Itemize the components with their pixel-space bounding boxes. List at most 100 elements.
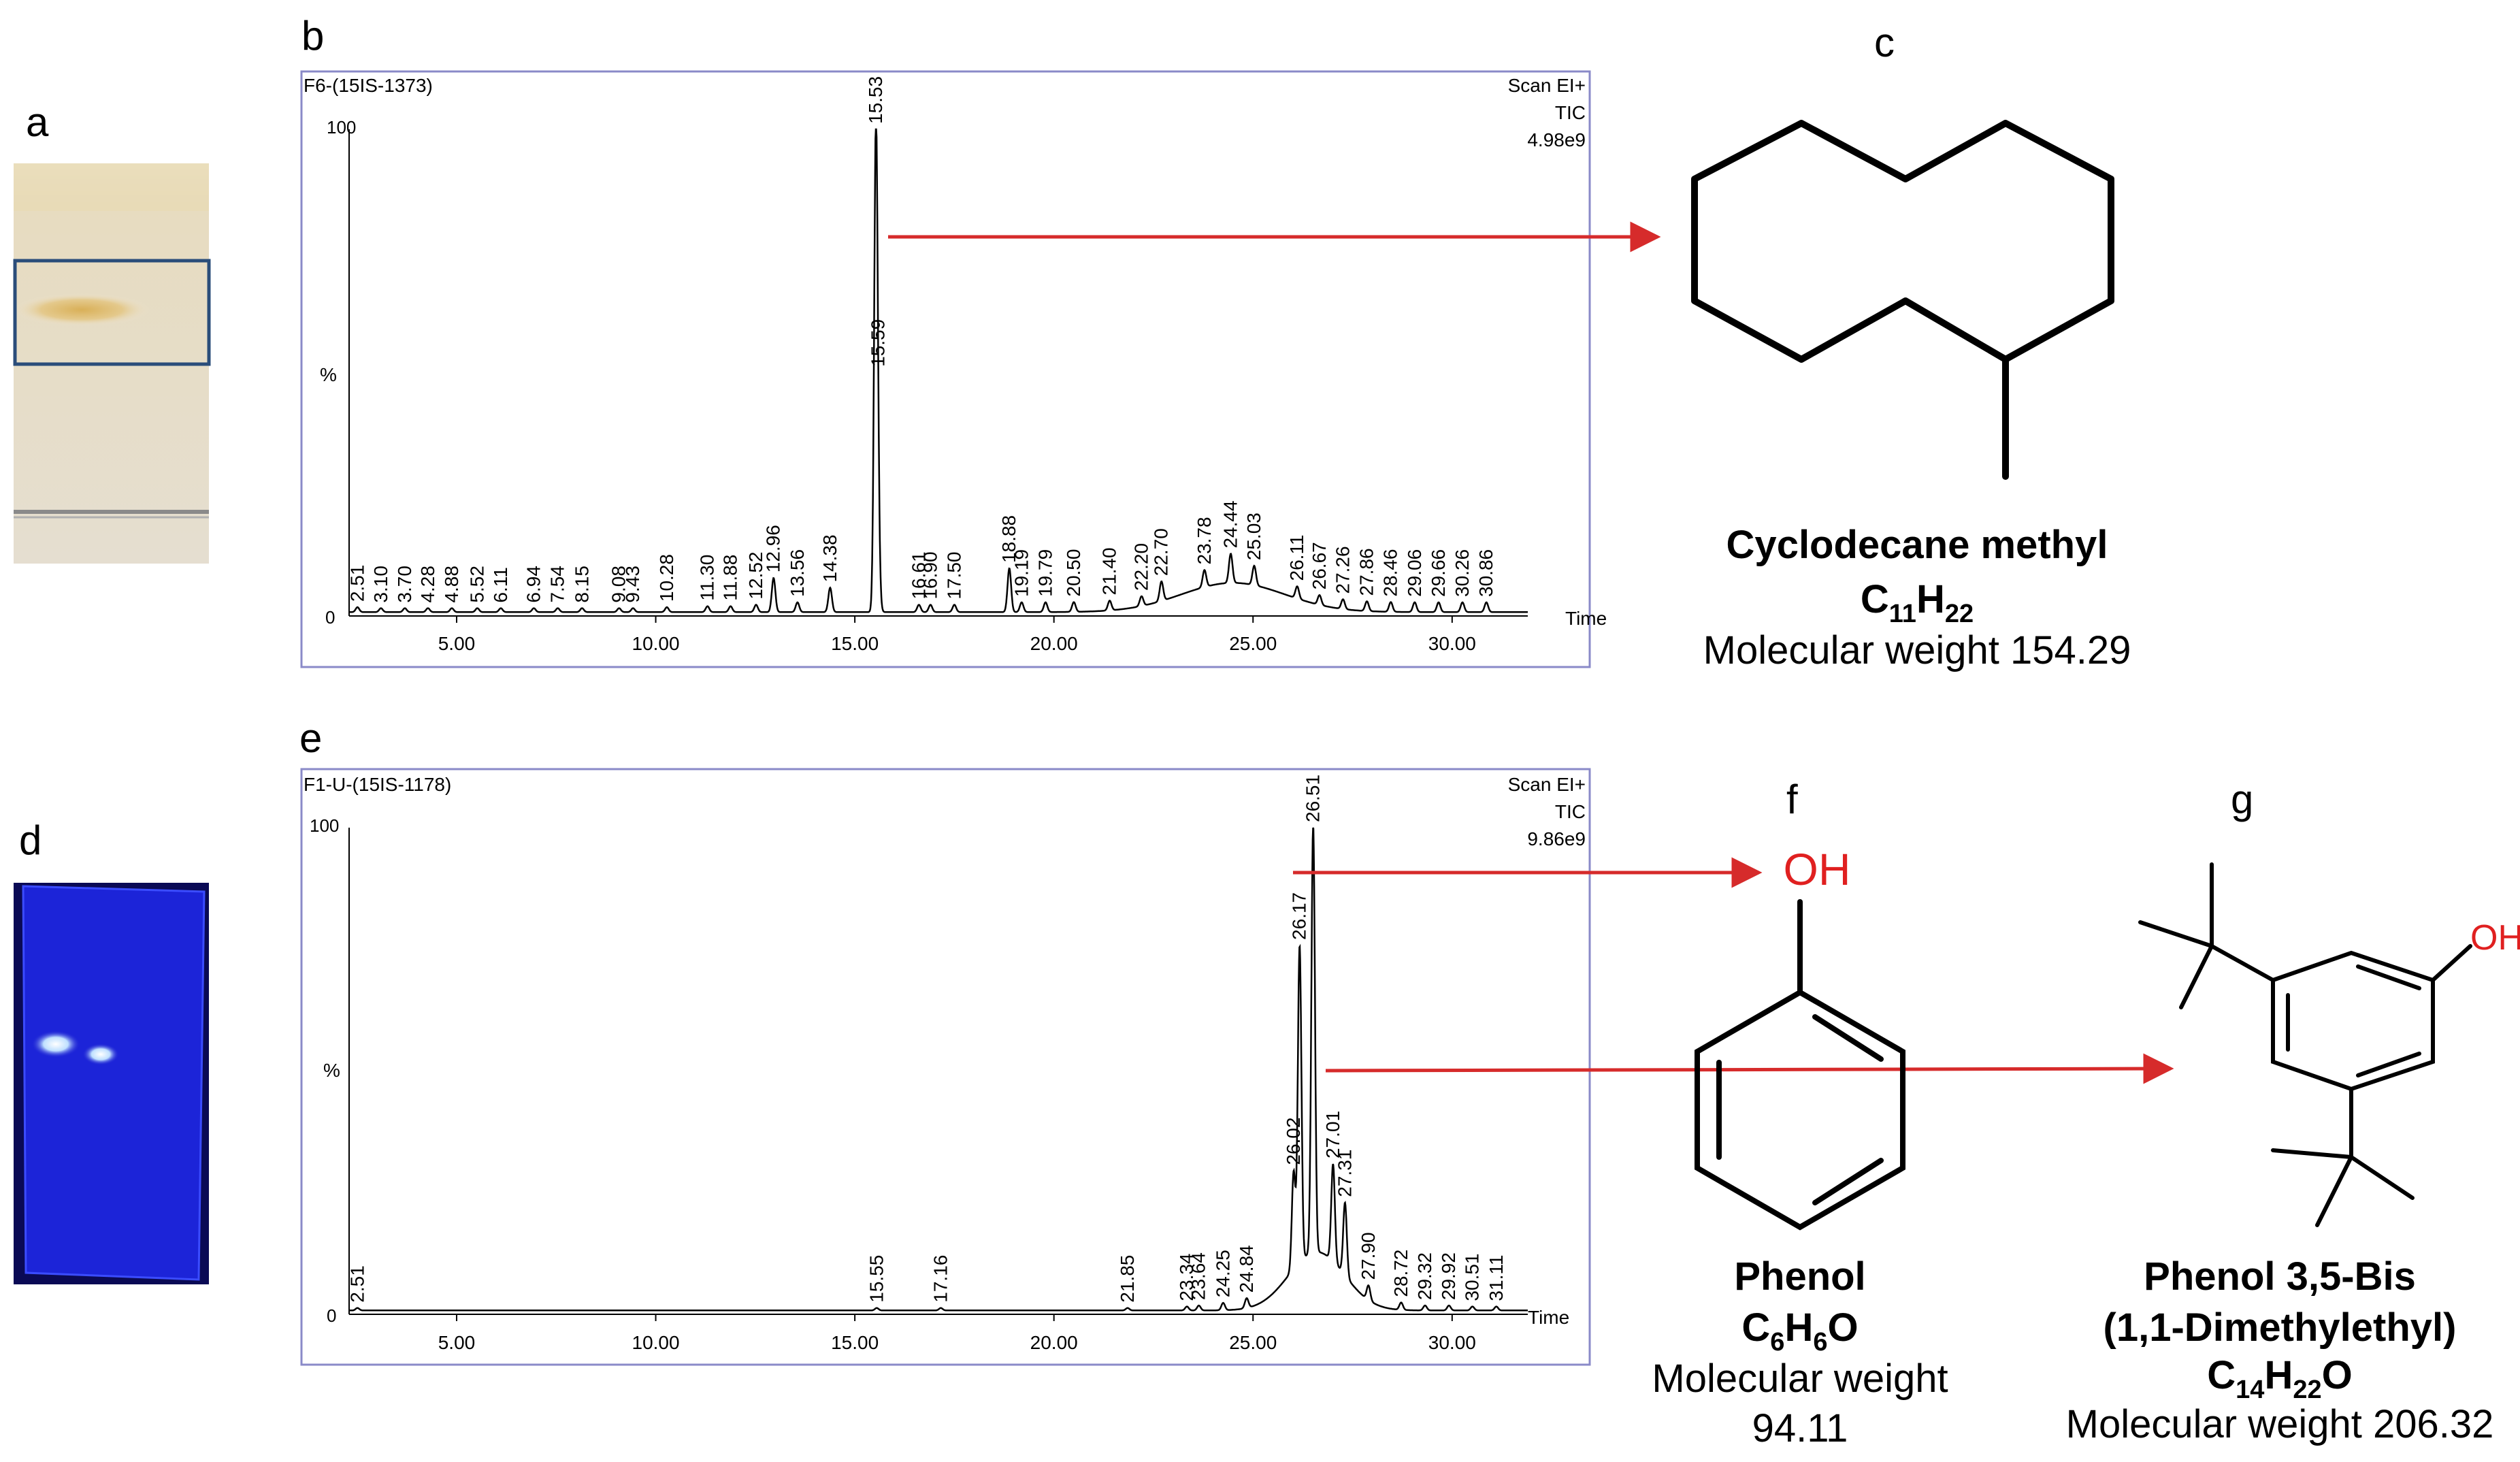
chart-e-chromatogram: F1-U-(15IS-1178) Scan EI+ TIC 9.86e9 Tim…: [300, 768, 1591, 1366]
panel-letter-g: g: [2231, 777, 2254, 822]
chart-b-y-tick-100: 100: [327, 117, 356, 137]
chart-e-peak-label: 24.25: [1212, 1250, 1233, 1297]
chart-b-frame: [300, 70, 1591, 668]
chart-b-peak-label: 15.59: [868, 319, 889, 367]
chart-e-peak-label: 27.01: [1322, 1111, 1343, 1158]
tlc-highlight-box: [13, 259, 211, 366]
chart-b-x-tick-label: 10.00: [632, 633, 680, 654]
chart-b-peak-label: 12.96: [763, 525, 784, 572]
chart-b-trace: [349, 128, 1528, 613]
chart-e-x-tick-label: 10.00: [632, 1332, 680, 1353]
panel-letter-c: c: [1874, 20, 1895, 65]
chart-b-peak-label: 19.79: [1034, 549, 1056, 597]
chart-b-y-axis-label: %: [320, 364, 337, 385]
chart-e-y-tick-100: 100: [310, 815, 339, 836]
chart-b-peak-label: 17.50: [943, 551, 964, 599]
structure-c-cyclodecane-methyl: [1691, 120, 2114, 480]
chart-e-x-axis-label: Time: [1528, 1307, 1569, 1328]
chart-b-peak-label: 23.78: [1194, 517, 1215, 564]
chart-b-x-tick-label: 5.00: [438, 633, 476, 654]
panel-letter-e: e: [299, 715, 323, 761]
chart-b-peak-label: 9.43: [622, 566, 643, 603]
chart-e-sample-label: F1-U-(15IS-1178): [304, 774, 451, 795]
chart-b-x-tick-label: 25.00: [1229, 633, 1277, 654]
chart-e-peak-label: 30.51: [1462, 1253, 1483, 1301]
chart-b-peak-label: 25.03: [1243, 513, 1264, 560]
compound-f-mw-line2: 94.11: [1752, 1406, 1848, 1450]
arrows: [888, 221, 2174, 1084]
chart-e-trace: [349, 827, 1528, 1312]
chart-e-peak-label: 24.84: [1236, 1245, 1257, 1293]
chart-e-peak-label: 17.16: [930, 1255, 951, 1303]
tlc-plate-d-uv: [14, 883, 209, 1284]
compound-c-formula: C11H22: [1861, 577, 1974, 628]
chart-b-peak-label: 20.50: [1063, 549, 1084, 597]
chart-e-y-tick-0: 0: [327, 1305, 336, 1326]
chart-b-peak-label: 8.15: [571, 566, 592, 603]
chart-b-x-tick-label: 15.00: [831, 633, 879, 654]
chart-e-peak-label: 23.34: [1176, 1253, 1197, 1301]
chart-e-peak-label: 2.51: [346, 1265, 367, 1303]
chart-b-peak-label: 30.86: [1475, 549, 1496, 597]
chart-b-peak-label: 24.44: [1220, 500, 1241, 548]
chart-b-peak-label: 21.40: [1099, 547, 1120, 595]
chart-e-x-tick-label: 20.00: [1030, 1332, 1078, 1353]
chart-b-peak-label: 14.38: [819, 534, 840, 582]
chart-b-peak-label: 4.28: [417, 566, 438, 603]
chart-b-peak-label: 12.52: [745, 551, 766, 599]
compound-f-formula: C6H6O: [1741, 1305, 1858, 1357]
panel-letter-a: a: [26, 99, 49, 145]
chart-b-peak-label: 10.28: [656, 554, 677, 602]
chart-b-peak-label: 18.88: [998, 515, 1019, 563]
chart-b-peak-label: 13.56: [787, 549, 808, 597]
chart-b-peak-label: 28.46: [1380, 549, 1401, 596]
compound-g-name-line1: Phenol 3,5-Bis: [2144, 1254, 2416, 1299]
chart-b-peak-label: 3.10: [370, 566, 391, 603]
compound-c-name: Cyclodecane methyl: [1727, 523, 2108, 567]
compound-f-name: Phenol: [1734, 1254, 1865, 1299]
chart-b-peak-label: 9.08: [608, 566, 629, 603]
chart-b-x-tick-label: 20.00: [1030, 633, 1078, 654]
chart-b-chromatogram: F6-(15IS-1373) Scan EI+ TIC 4.98e9 Time …: [300, 70, 1607, 668]
chart-b-peak-label: 16.90: [919, 551, 940, 599]
chart-b-peak-label: 19.19: [1011, 549, 1032, 597]
chart-b-peak-label: 29.66: [1428, 549, 1449, 597]
chart-e-peak-label: 26.51: [1303, 775, 1324, 822]
chart-e-tic-label: TIC: [1555, 801, 1586, 822]
compound-f-mw-line1: Molecular weight: [1652, 1357, 1948, 1401]
panel-letter-f: f: [1786, 777, 1798, 822]
chart-b-peak-label: 11.88: [720, 555, 741, 601]
arrow-e-to-g: [1325, 1053, 2174, 1084]
chart-e-frame: [300, 768, 1591, 1366]
structure-g-di-tert-butylphenol: [2138, 862, 2472, 1227]
chart-b-y-tick-0: 0: [325, 607, 335, 628]
chart-b-peak-label: 6.94: [523, 566, 544, 603]
chart-b-peak-label: 6.11: [490, 567, 511, 602]
chart-e-peak-label: 26.17: [1289, 892, 1310, 940]
chart-b-peak-label: 4.88: [441, 566, 462, 603]
chart-b-intensity-label: 4.98e9: [1527, 129, 1586, 150]
chart-e-y-axis-label: %: [323, 1060, 340, 1081]
panel-letter-b: b: [301, 13, 325, 59]
chart-e-peak-label: 15.55: [866, 1255, 887, 1303]
chart-e-peak-label: 27.31: [1334, 1150, 1355, 1197]
chart-b-peak-label: 22.70: [1151, 528, 1172, 576]
chart-b-tic-label: TIC: [1555, 102, 1586, 123]
chart-e-x-tick-label: 15.00: [831, 1332, 879, 1353]
chart-b-sample-label: F6-(15IS-1373): [304, 75, 433, 96]
chart-b-peak-label: 27.86: [1356, 548, 1377, 596]
chart-b-peak-label: 26.11: [1286, 534, 1307, 581]
chart-e-peak-label: 27.90: [1358, 1232, 1379, 1280]
chart-e-peak-label: 31.11: [1486, 1255, 1507, 1301]
chart-e-x-tick-label: 5.00: [438, 1332, 476, 1353]
chart-b-x-axis-label: Time: [1565, 608, 1607, 629]
chart-e-x-tick-label: 25.00: [1229, 1332, 1277, 1353]
chart-e-x-tick-label: 30.00: [1428, 1332, 1476, 1353]
chart-e-peak-label: 23.64: [1188, 1252, 1209, 1300]
compound-g-name-line2: (1,1-Dimethylethyl): [2104, 1305, 2457, 1350]
structure-f-phenol: [1695, 899, 1905, 1231]
chart-b-peak-label: 2.51: [346, 565, 367, 602]
chart-b-peak-label: 16.61: [908, 551, 929, 599]
chart-b-peak-label: 30.26: [1452, 549, 1473, 597]
chart-e-peak-label: 29.32: [1414, 1252, 1435, 1300]
